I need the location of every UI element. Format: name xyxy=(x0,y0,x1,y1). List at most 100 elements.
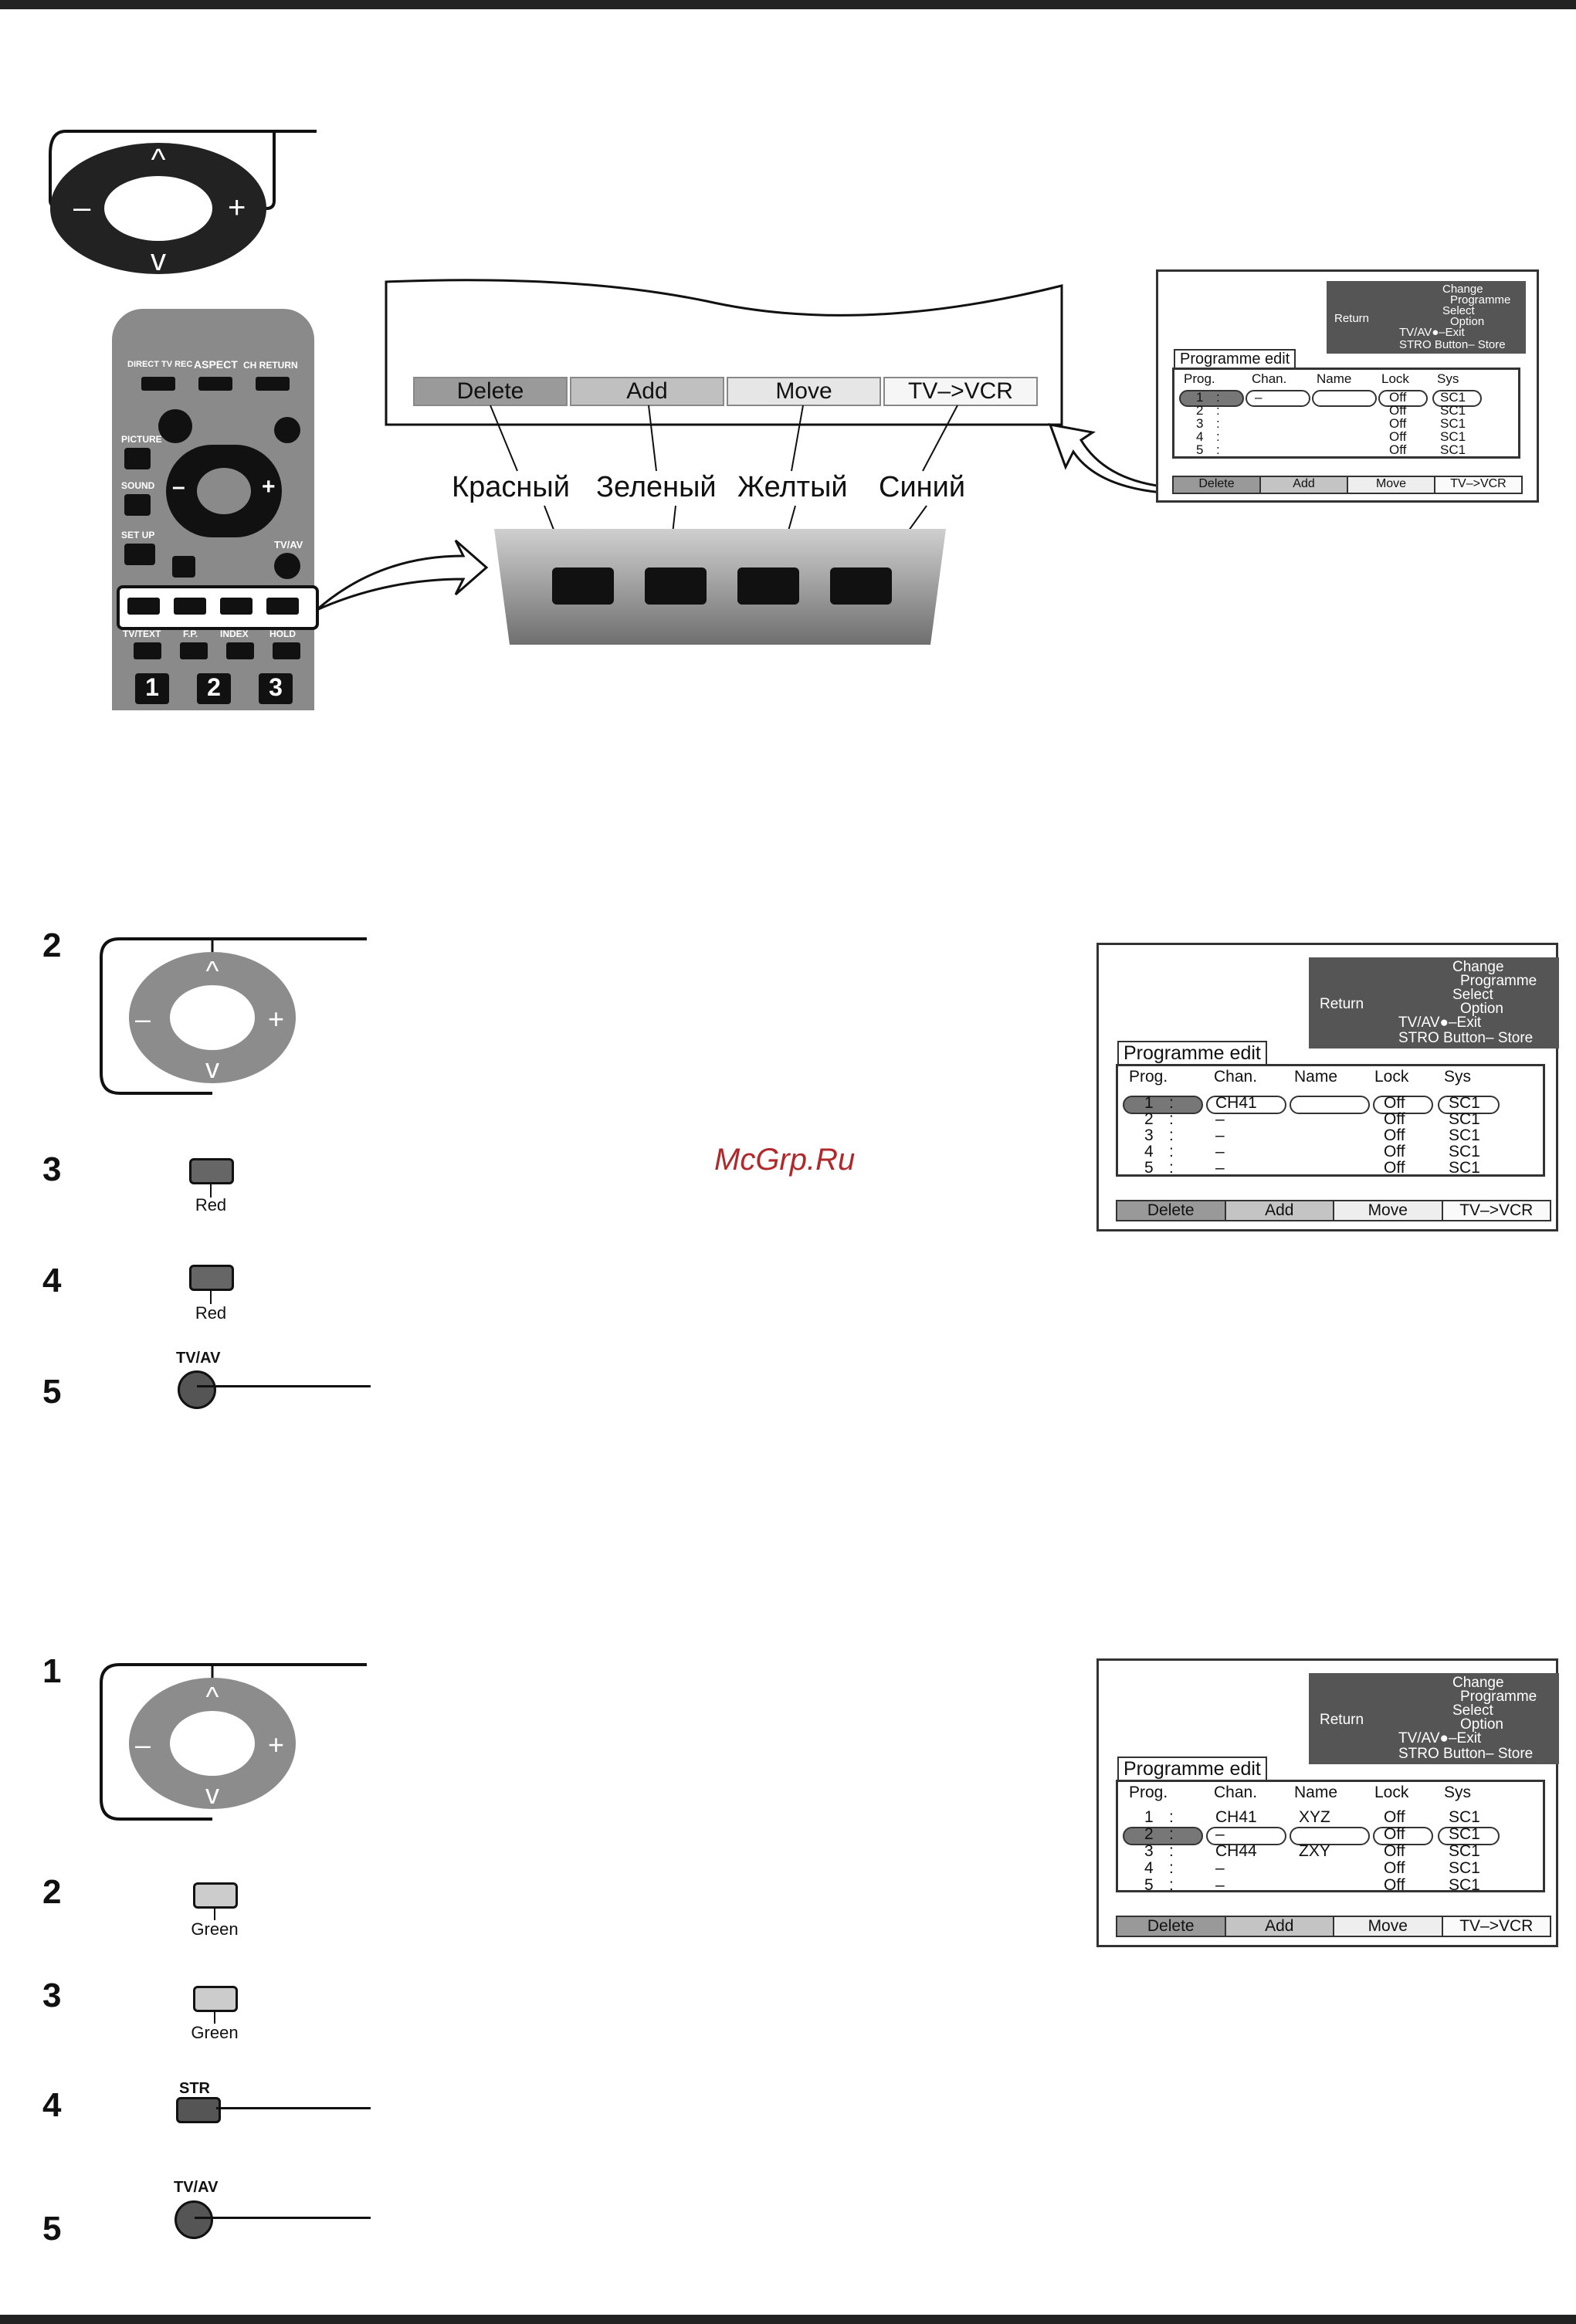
svg-text:^: ^ xyxy=(206,955,219,987)
strip-add-button[interactable]: Add xyxy=(570,377,724,406)
blue-button[interactable] xyxy=(266,598,299,615)
label-red-ru: Красный xyxy=(452,471,570,503)
yellow-button[interactable] xyxy=(220,598,252,615)
sound-button[interactable] xyxy=(124,494,151,516)
green-button[interactable] xyxy=(174,598,206,615)
input-button[interactable] xyxy=(172,556,195,578)
osd1-hdr-prog: Prog. xyxy=(1184,371,1215,386)
osd2-bar-tv-vcr[interactable]: TV–>VCR xyxy=(1442,1201,1550,1220)
remote-label-index: INDEX xyxy=(220,628,249,639)
power-button[interactable] xyxy=(158,409,192,443)
section3-step-2: 2 xyxy=(42,1873,62,1911)
svg-text:v: v xyxy=(151,243,166,277)
osd3-help-store: STRO Button– Store xyxy=(1398,1746,1534,1762)
osd3-help-panel: Change Programme Return Select Option TV… xyxy=(1309,1673,1559,1764)
osd3-hdr-name: Name xyxy=(1294,1784,1338,1801)
section3-green-key[interactable] xyxy=(193,1882,238,1909)
section3-str-lead xyxy=(216,2107,371,2109)
osd3-bar-move[interactable]: Move xyxy=(1334,1917,1443,1936)
tvtext-button[interactable] xyxy=(134,642,161,659)
section2-red-key-2[interactable] xyxy=(189,1265,234,1291)
number-2-button[interactable]: 2 xyxy=(197,673,231,704)
osd1-sel-chan xyxy=(1246,390,1310,407)
osd1-bar-add[interactable]: Add xyxy=(1261,477,1348,493)
picture-button[interactable] xyxy=(124,448,151,469)
osd3-hdr-prog: Prog. xyxy=(1129,1784,1168,1801)
section3-str-label: STR xyxy=(179,2080,210,2097)
osd1-hdr-sys: Sys xyxy=(1437,371,1459,386)
remote-label-tvtext: TV/TEXT xyxy=(123,628,161,639)
direct-tv-rec-button[interactable] xyxy=(141,377,175,391)
remote-label-hold: HOLD xyxy=(269,628,296,639)
section2-red-key[interactable] xyxy=(189,1158,234,1184)
section3-green-key-2-stem xyxy=(214,2010,215,2024)
osd3-bar-add[interactable]: Add xyxy=(1225,1917,1334,1936)
section3-tvav-lead xyxy=(195,2217,371,2219)
watermark: McGrp.Ru xyxy=(714,1143,856,1177)
remote-minus-label: – xyxy=(172,474,185,500)
osd2-help-return: Return xyxy=(1320,996,1364,1012)
setup-button[interactable] xyxy=(124,544,155,565)
section3-str-key[interactable] xyxy=(176,2097,221,2123)
osd2-hdr-chan: Chan. xyxy=(1214,1068,1258,1086)
osd3-bar-tv-vcr[interactable]: TV–>VCR xyxy=(1442,1917,1550,1936)
osd2-sel-sys xyxy=(1438,1096,1500,1114)
section3-green-key-2[interactable] xyxy=(193,1986,238,2012)
osd1-bar-move[interactable]: Move xyxy=(1348,477,1435,493)
svg-text:^: ^ xyxy=(151,143,166,177)
section3-step-5: 5 xyxy=(42,2210,62,2248)
osd3-sel-name xyxy=(1290,1827,1370,1845)
osd1-bar-tv-vcr[interactable]: TV–>VCR xyxy=(1435,477,1521,493)
osd3-help-change: Change xyxy=(1452,1675,1504,1691)
tvav-button[interactable] xyxy=(274,553,300,579)
aspect-button[interactable] xyxy=(198,377,232,391)
osd2-help-panel: Change Programme Return Select Option TV… xyxy=(1309,957,1559,1049)
osd3-sel-lock xyxy=(1373,1827,1433,1845)
osd2-bar-delete[interactable]: Delete xyxy=(1117,1201,1226,1220)
svg-text:+: + xyxy=(268,1729,284,1760)
section3-tvav-button[interactable] xyxy=(175,2200,213,2239)
fp-button[interactable] xyxy=(180,642,208,659)
osd1-hdr-chan: Chan. xyxy=(1252,371,1287,386)
osd1-hdr-name: Name xyxy=(1317,371,1352,386)
index-button[interactable] xyxy=(226,642,254,659)
svg-text:–: – xyxy=(135,1003,151,1035)
osd1-help-panel: Change Programme Return Select Option TV… xyxy=(1327,281,1526,354)
section2-tvav-button[interactable] xyxy=(178,1370,216,1409)
osd1-hdr-lock: Lock xyxy=(1381,371,1409,386)
section2-red-key-stem xyxy=(210,1182,212,1198)
cursor-pad-top: ^ – + v xyxy=(49,130,317,277)
osd-screen-2: Change Programme Return Select Option TV… xyxy=(1096,943,1559,1231)
number-3-button[interactable]: 3 xyxy=(259,673,293,704)
section3-step-3: 3 xyxy=(42,1977,62,2014)
osd-to-strip-arrow-icon xyxy=(1048,423,1164,494)
osd3-bar-delete[interactable]: Delete xyxy=(1117,1917,1226,1936)
osd3-help-programme: Programme xyxy=(1460,1689,1537,1705)
osd1-bar-delete[interactable]: Delete xyxy=(1174,477,1261,493)
ch-return-button[interactable] xyxy=(256,377,290,391)
section3-green-label-1: Green xyxy=(191,1919,239,1939)
svg-text:–: – xyxy=(73,191,91,225)
remote-plus-label: + xyxy=(262,474,276,500)
osd2-bar-add[interactable]: Add xyxy=(1225,1201,1334,1220)
strip-move-button[interactable]: Move xyxy=(727,377,881,406)
remote-label-picture: PICTURE xyxy=(121,434,162,445)
osd2-hdr-lock: Lock xyxy=(1374,1068,1409,1086)
hold-button[interactable] xyxy=(273,642,300,659)
section3-tvav-label: TV/AV xyxy=(174,2179,219,2196)
red-button[interactable] xyxy=(127,598,160,615)
osd3-help-exit: TV/AV●–Exit xyxy=(1398,1730,1482,1746)
osd2-bottom-bar: Delete Add Move TV–>VCR xyxy=(1116,1200,1551,1221)
mute-button[interactable] xyxy=(274,417,300,443)
osd2-sel-prog xyxy=(1123,1096,1203,1114)
osd2-bar-move[interactable]: Move xyxy=(1334,1201,1443,1220)
strip-tv-vcr-button[interactable]: TV–>VCR xyxy=(883,377,1038,406)
number-1-button[interactable]: 1 xyxy=(135,673,169,704)
